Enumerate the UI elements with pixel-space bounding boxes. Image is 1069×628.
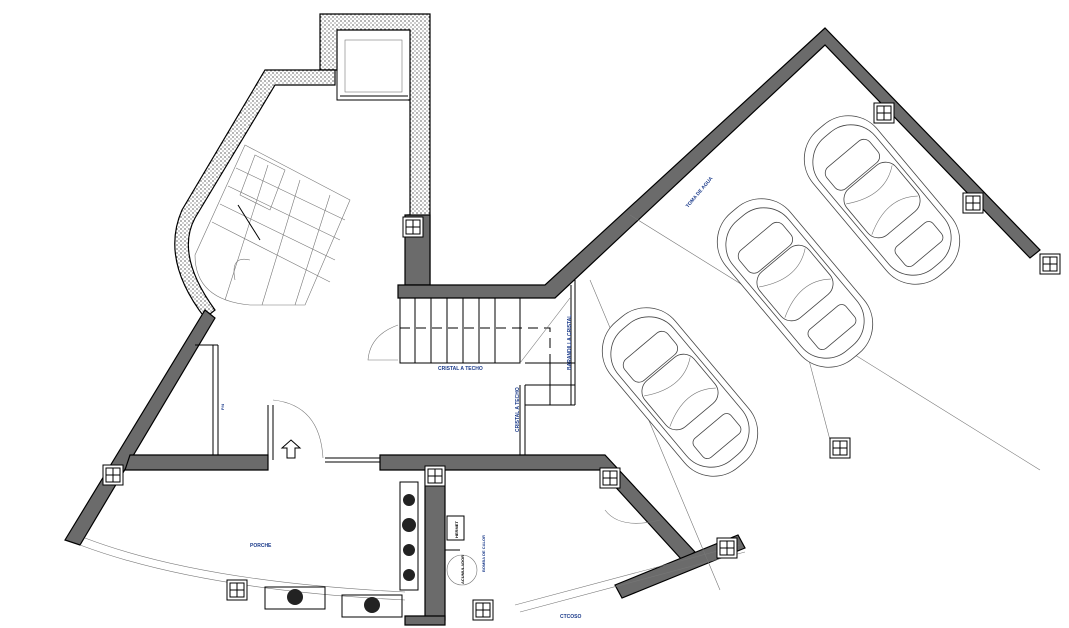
planters [264, 481, 419, 618]
accumulator-label: ACUMULADOR [460, 555, 465, 584]
porch-edge [79, 537, 406, 601]
glass-railing-label: BARANDILLA CRISTAL [567, 315, 573, 370]
glass-to-ceiling-label-vertical: CRISTAL A TECHO [515, 387, 521, 432]
glass-to-ceiling-label: CRISTAL A TECHO [438, 366, 483, 372]
curved-wall [174, 69, 336, 319]
main-staircase [194, 144, 351, 306]
boiler-label: HERMET [454, 521, 459, 538]
heat-pump-label: BOMBA DE CALOR [481, 535, 486, 572]
utility-label: CTCOSO [560, 614, 582, 620]
water-intake-label: TOMA DE AGUA [685, 175, 715, 209]
porch-label: PORCHE [250, 543, 272, 549]
car-1 [586, 291, 774, 493]
upper-staircase [399, 297, 575, 406]
small-tag-label: P/4 [220, 403, 225, 410]
doors [272, 324, 661, 524]
utility-equipment [445, 515, 478, 586]
